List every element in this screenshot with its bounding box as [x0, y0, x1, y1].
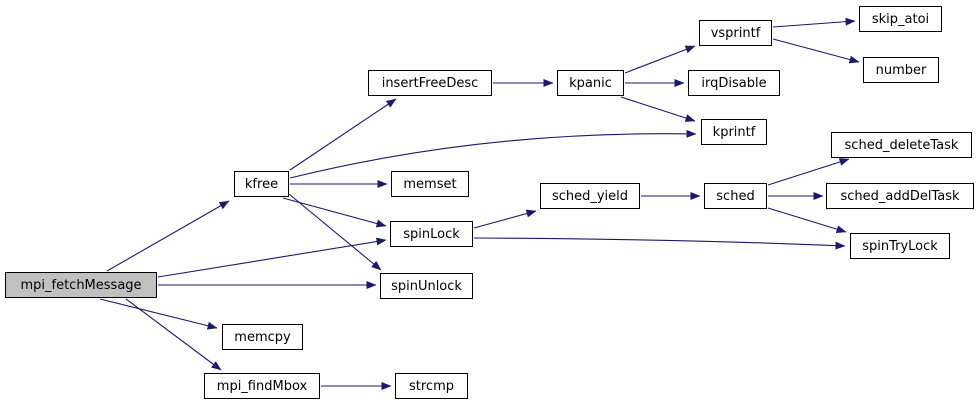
node-kprintf[interactable]: kprintf: [701, 119, 767, 145]
node-mpi_findMbox[interactable]: mpi_findMbox: [204, 373, 320, 399]
edge-kpanic-to-vsprintf: [624, 45, 696, 74]
node-spinLock[interactable]: spinLock: [390, 221, 473, 247]
node-spinUnlock[interactable]: spinUnlock: [380, 273, 473, 299]
edge-mpi_fetchMessage-to-kfree: [106, 200, 230, 272]
edge-mpi_fetchMessage-to-mpi_findMbox: [125, 298, 222, 371]
node-insertFreeDesc[interactable]: insertFreeDesc: [368, 70, 492, 96]
node-vsprintf[interactable]: vsprintf: [699, 20, 772, 46]
node-memset[interactable]: memset: [391, 171, 469, 197]
edge-spinLock-to-sched_yield: [473, 209, 537, 229]
edge-mpi_fetchMessage-to-memcpy: [99, 298, 218, 330]
node-spinTryLock[interactable]: spinTryLock: [850, 233, 950, 259]
node-sched[interactable]: sched: [704, 183, 767, 209]
edge-kpanic-to-kprintf: [620, 96, 696, 122]
edge-sched-to-spinTryLock: [767, 207, 847, 234]
node-number[interactable]: number: [863, 57, 939, 83]
node-sched_yield[interactable]: sched_yield: [540, 183, 640, 209]
edge-mpi_fetchMessage-to-spinLock: [157, 237, 387, 278]
node-sched_addDelTask[interactable]: sched_addDelTask: [826, 183, 974, 209]
edge-kfree-to-kprintf: [289, 129, 697, 179]
edge-kfree-to-insertFreeDesc: [289, 98, 397, 171]
node-strcmp[interactable]: strcmp: [395, 373, 468, 399]
node-irqDisable[interactable]: irqDisable: [688, 70, 780, 96]
node-memcpy[interactable]: memcpy: [222, 324, 303, 350]
node-mpi_fetchMessage[interactable]: mpi_fetchMessage: [5, 272, 157, 298]
edge-spinLock-to-spinTryLock: [473, 237, 846, 250]
edge-sched-to-sched_deleteTask: [767, 158, 850, 186]
edge-vsprintf-to-number: [772, 38, 860, 64]
edge-kfree-to-spinUnlock: [288, 193, 382, 271]
edge-vsprintf-to-skip_atoi: [772, 17, 856, 28]
node-kpanic[interactable]: kpanic: [557, 70, 624, 96]
node-kfree[interactable]: kfree: [234, 171, 289, 197]
node-skip_atoi[interactable]: skip_atoi: [859, 6, 942, 32]
node-sched_deleteTask[interactable]: sched_deleteTask: [831, 132, 972, 158]
